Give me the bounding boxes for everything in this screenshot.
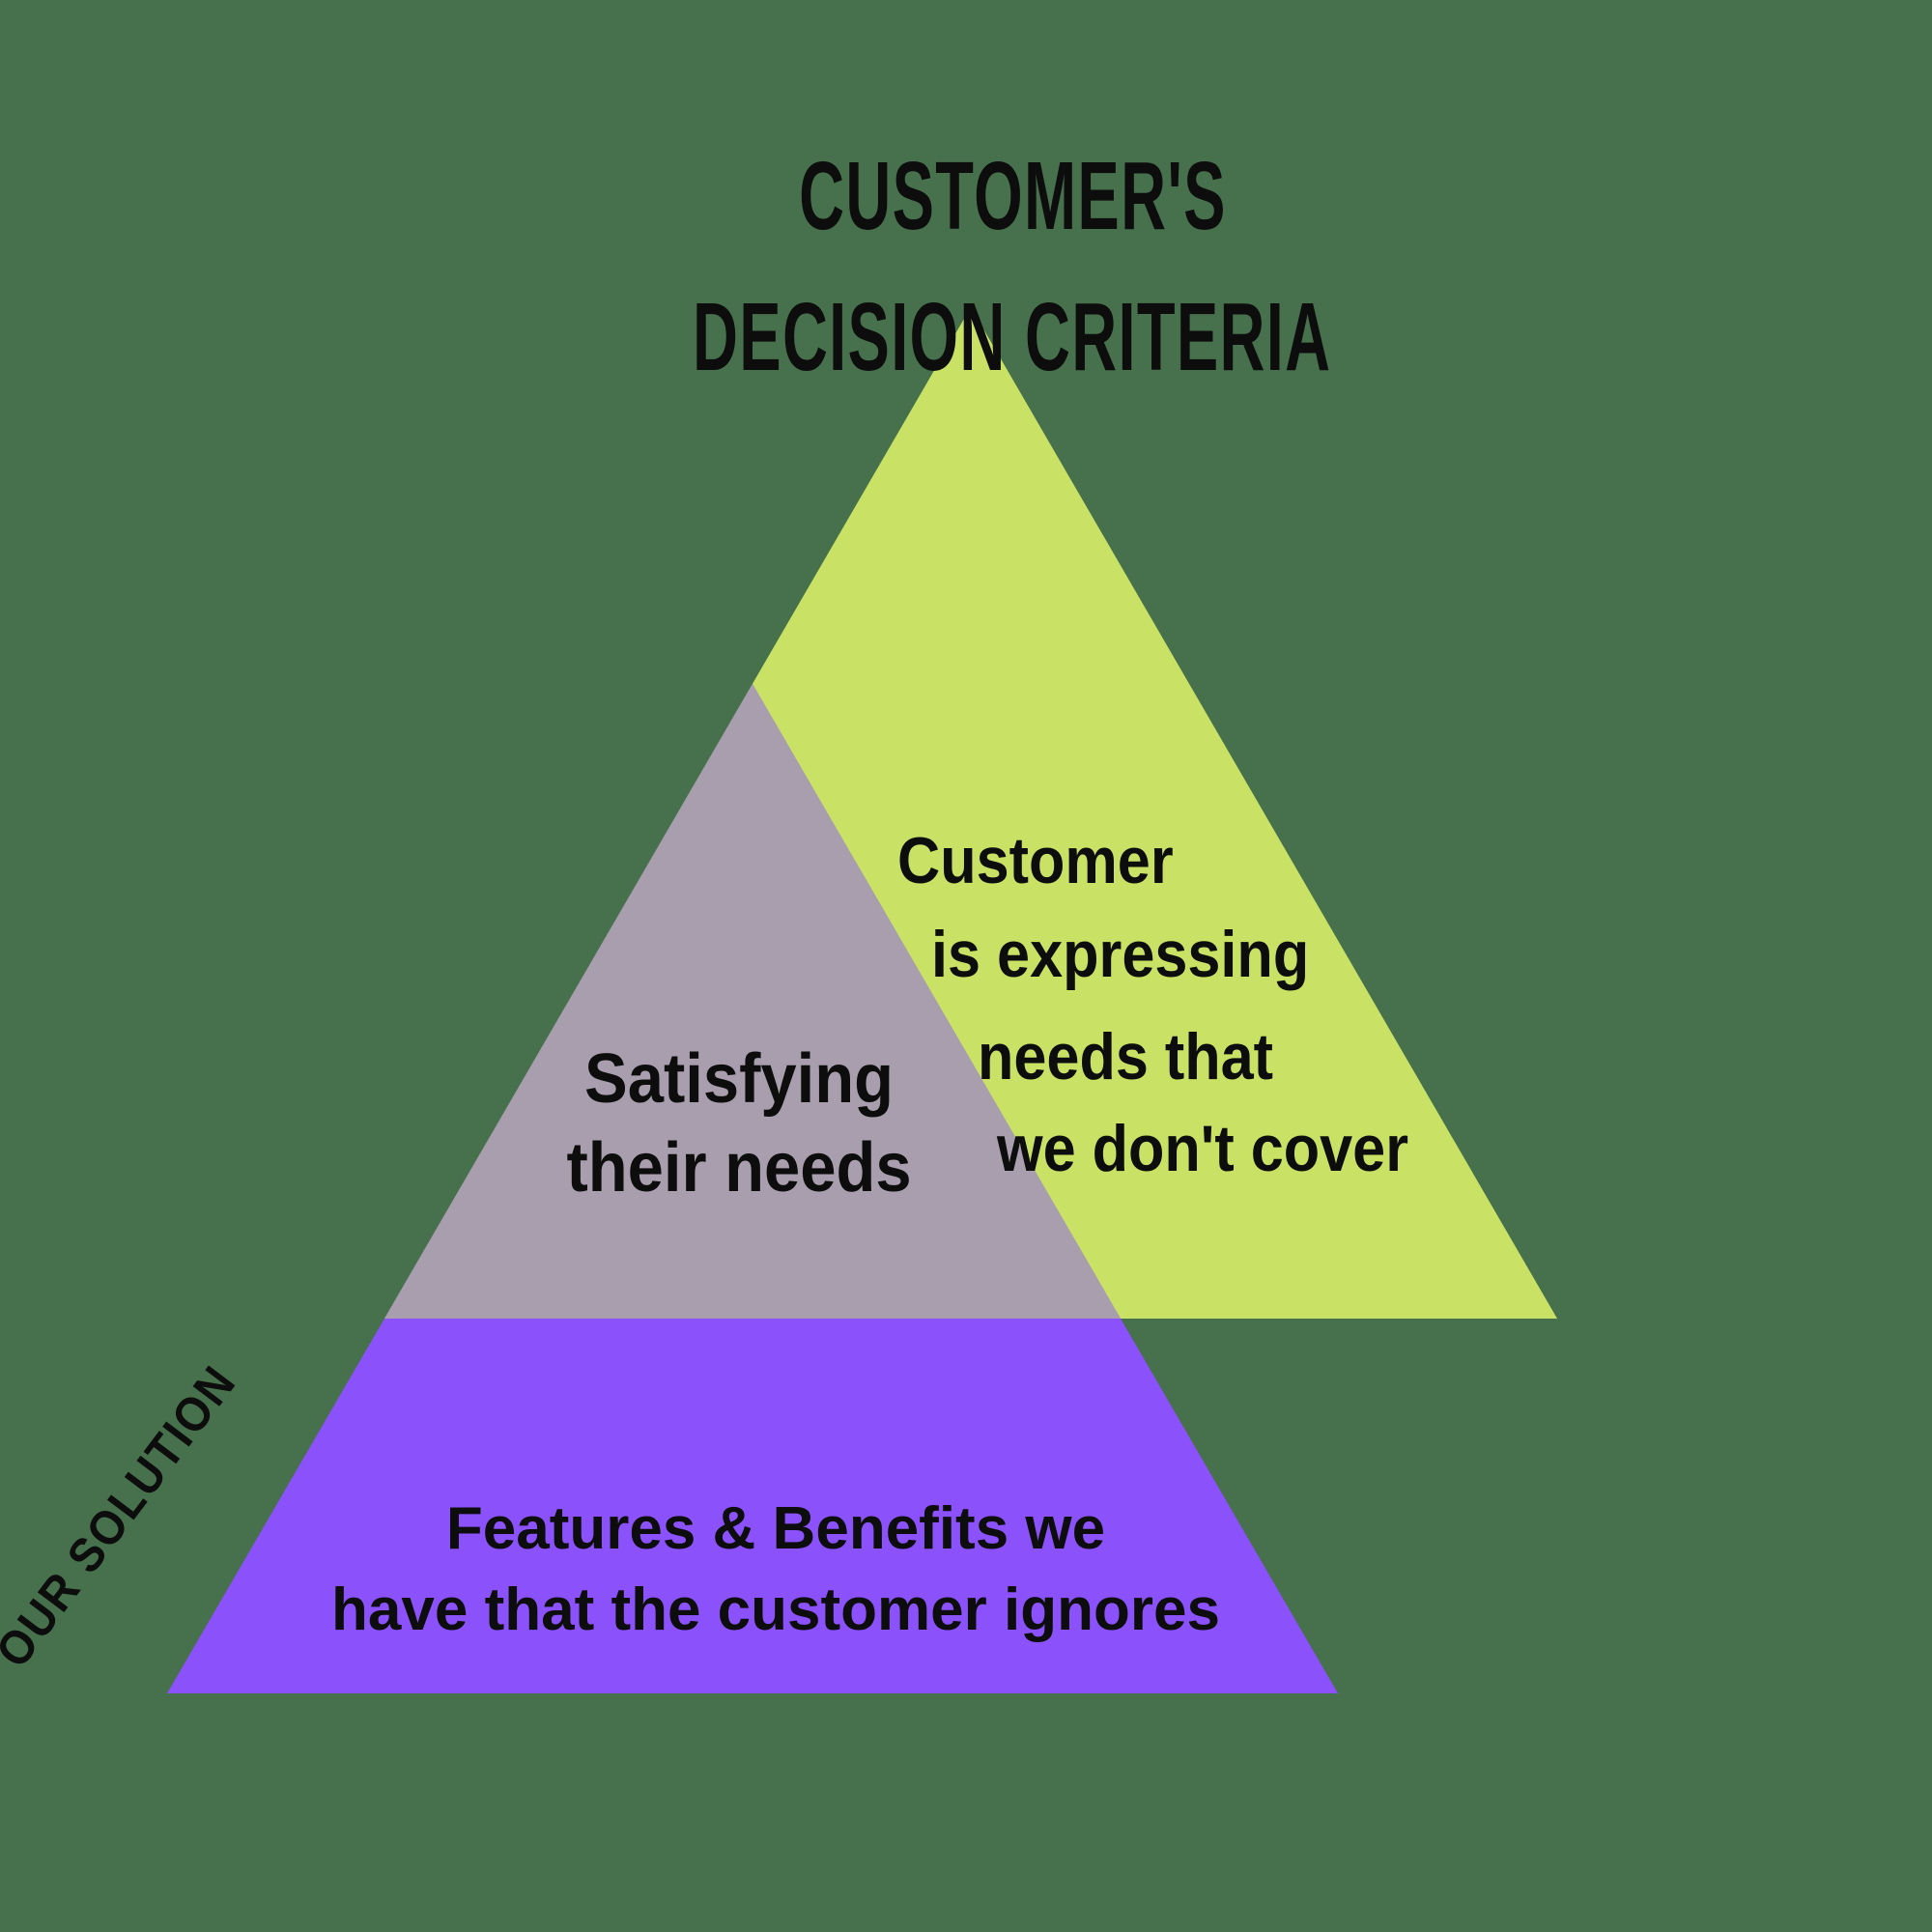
overlap-label-line-2: their needs (566, 1129, 912, 1207)
criteria-only-label-line-4: we don't cover (997, 1112, 1409, 1185)
criteria-only-label-line-3: needs that (978, 1020, 1274, 1094)
diagram-title: CUSTOMER'S DECISION CRITERIA (93, 126, 1932, 408)
overlap-region (384, 684, 1121, 1319)
title-line-1: CUSTOMER'S (798, 142, 1227, 250)
overlap-label: Satisfying their needs (401, 1035, 1077, 1212)
criteria-only-label-line-2: is expressing (931, 918, 1310, 991)
criteria-only-label-line-1: Customer (897, 824, 1174, 897)
solution-only-label-line-1: Features & Benefits we (445, 1495, 1106, 1562)
title-line-2: DECISION CRITERIA (693, 283, 1332, 391)
solution-only-label: Features & Benefits we have that the cus… (196, 1489, 1355, 1651)
overlap-label-line-1: Satisfying (583, 1040, 894, 1118)
solution-only-label-line-2: have that the customer ignores (331, 1577, 1220, 1643)
